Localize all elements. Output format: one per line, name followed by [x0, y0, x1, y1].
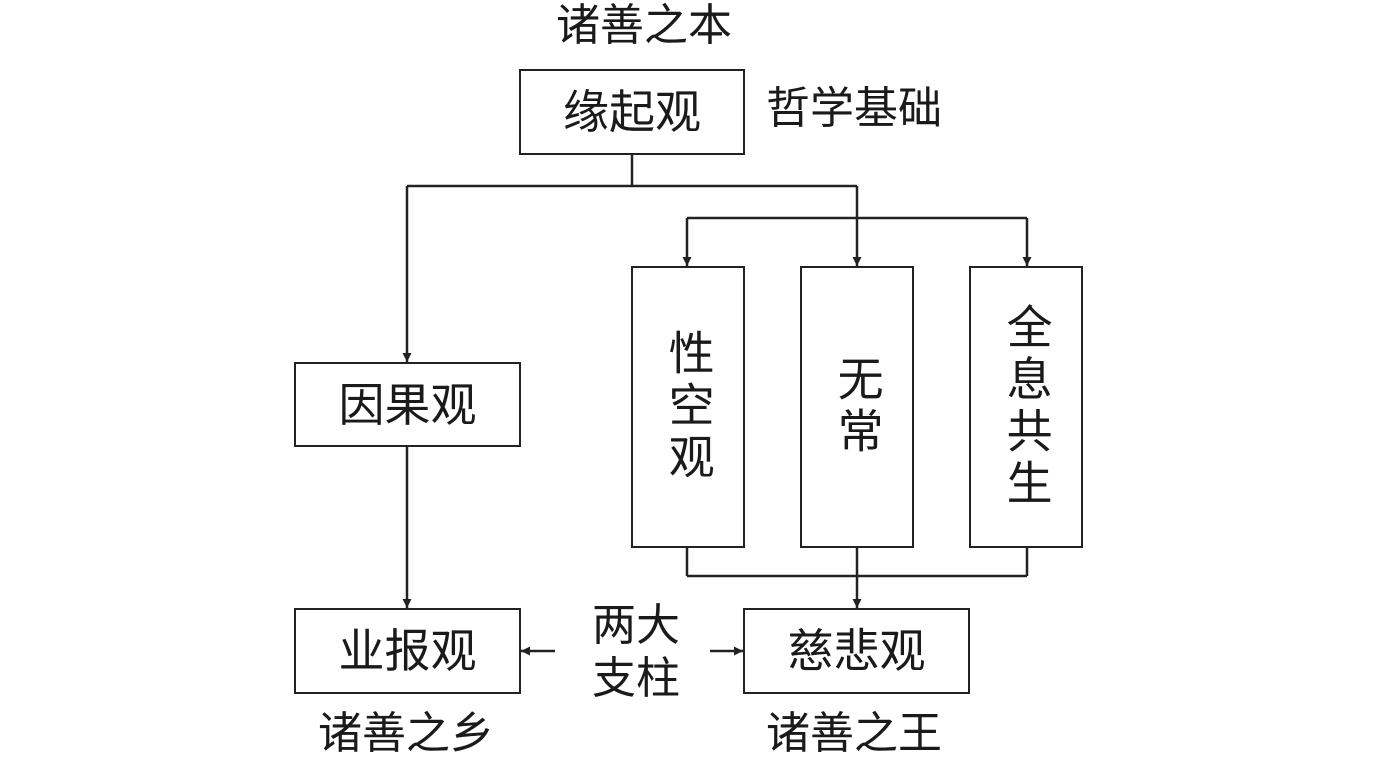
compassion-label: 慈悲观	[787, 624, 926, 678]
impermanence-label: 无常	[830, 355, 885, 459]
pillars-line-1: 两大	[592, 600, 680, 651]
emptiness-label: 性空观	[661, 329, 716, 485]
compassion-caption: 诸善之王	[766, 708, 942, 759]
compassion-box: 慈悲观	[743, 608, 970, 694]
pillars-label: 两大 支柱	[586, 600, 686, 706]
holistic-label: 全息共生	[999, 303, 1054, 511]
pillars-line-2: 支柱	[592, 652, 680, 704]
karma-label: 业报观	[338, 624, 477, 678]
emptiness-box: 性空观	[631, 266, 745, 548]
impermanence-box: 无常	[800, 266, 914, 548]
causality-box: 因果观	[294, 362, 521, 447]
root-box: 缘起观	[519, 69, 745, 155]
karma-box: 业报观	[294, 608, 521, 694]
top-caption: 诸善之本	[556, 0, 732, 51]
holistic-box: 全息共生	[969, 266, 1083, 548]
root-label: 缘起观	[563, 85, 701, 139]
karma-caption: 诸善之乡	[318, 708, 494, 759]
root-note: 哲学基础	[766, 83, 942, 134]
causality-label: 因果观	[338, 377, 477, 432]
